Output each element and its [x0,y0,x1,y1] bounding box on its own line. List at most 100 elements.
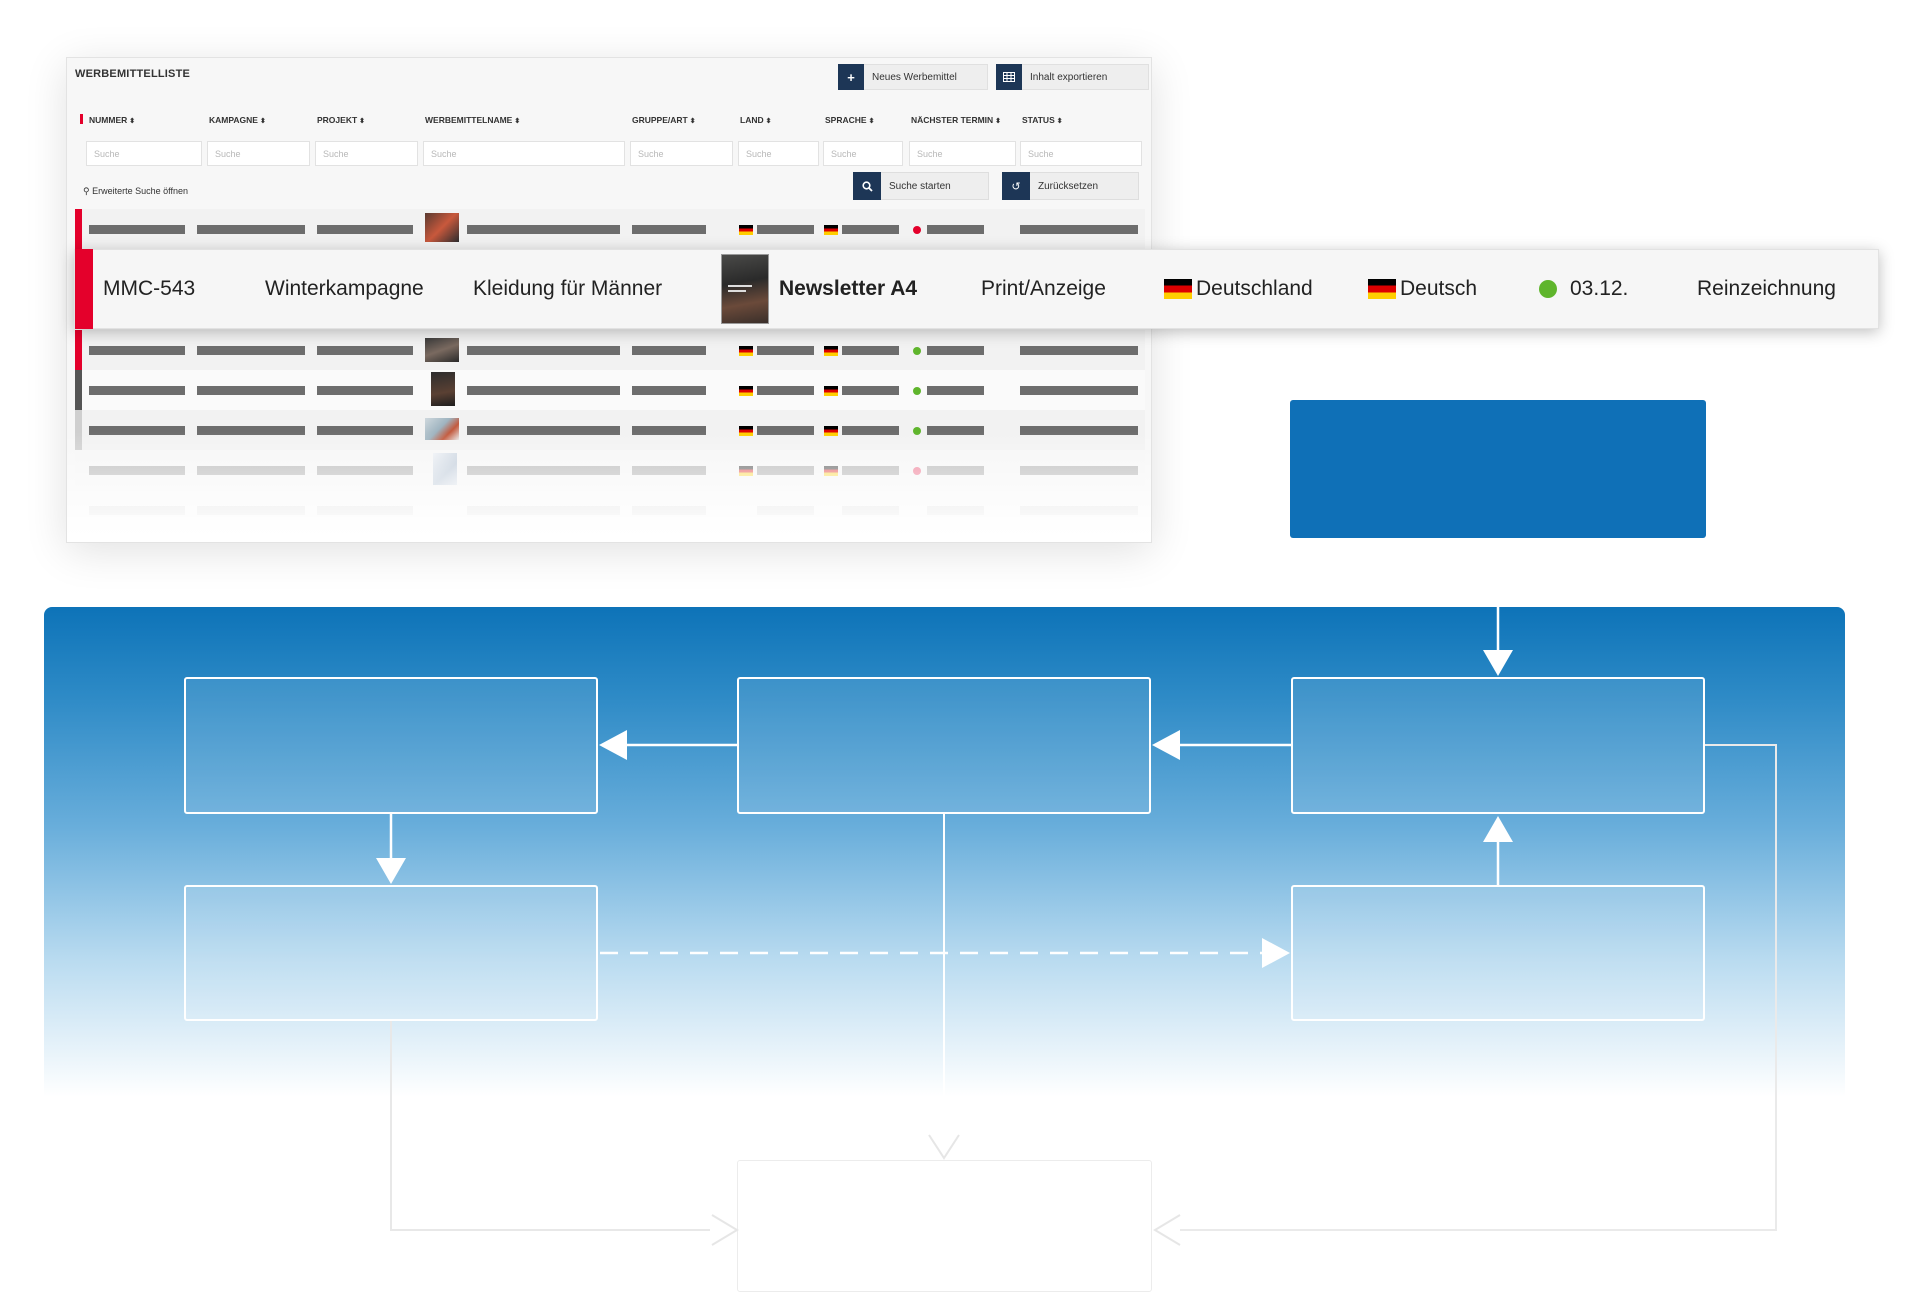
export-content-button[interactable]: Inhalt exportieren [996,64,1149,90]
placeholder-bar [89,426,185,435]
sort-icon: ⬍ [514,118,521,125]
sort-icon: ⬍ [359,118,366,125]
placeholder-bar [757,426,814,435]
column-header-gruppe-art[interactable]: GRUPPE/ART⬍ [632,115,696,125]
column-header-sprache[interactable]: SPRACHE⬍ [825,115,874,125]
table-row[interactable] [75,370,1145,410]
search-input-gruppe-art[interactable]: Suche [630,141,733,166]
search-input-kampagne[interactable]: Suche [207,141,310,166]
cell-kampagne: Winterkampagne [265,277,424,300]
status-dot [1539,280,1557,298]
search-start-button[interactable]: Suche starten [853,172,989,200]
search-input-termin[interactable]: Suche [909,141,1016,166]
reset-icon: ↺ [1002,172,1030,200]
placeholder-bar [467,386,620,395]
highlighted-table-row[interactable]: MMC-543 Winterkampagne Kleidung für Männ… [74,249,1879,329]
placeholder-bar [757,225,814,234]
placeholder-bar [842,426,899,435]
connector-line [390,1021,710,1231]
arrow-down-icon [376,858,406,884]
search-input-land[interactable]: Suche [738,141,819,166]
flag-de-icon [824,426,838,436]
search-icon [853,172,881,200]
flag-de-icon [739,225,753,235]
advanced-search-link[interactable]: ⚲ Erweiterte Suche öffnen [83,186,188,197]
flag-de-icon [1368,279,1396,299]
cell-land: Deutschland [1196,277,1313,300]
placeholder-bar [467,346,620,355]
cell-termin: 03.12. [1570,277,1629,300]
search-input-nummer[interactable]: Suche [86,141,202,166]
table-row[interactable] [75,330,1145,370]
flag-de-icon [739,386,753,396]
arrow-left-icon [1152,730,1180,760]
sort-icon: ⬍ [1056,118,1063,125]
placeholder-bar [632,386,706,395]
placeholder-bar [1020,426,1138,435]
status-dot [913,347,921,355]
cell-status: Reinzeichnung [1697,277,1836,300]
arrow-up-icon [1483,816,1513,842]
arrow-left-icon [1153,1214,1181,1246]
column-header-label: PROJEKT [317,115,358,125]
search-input-status[interactable]: Suche [1020,141,1142,166]
connector-line [1180,744,1777,1231]
column-header-naechster-termin[interactable]: NÄCHSTER TERMIN⬍ [911,115,1001,125]
reset-button[interactable]: ↺ Zurücksetzen [1002,172,1139,200]
status-dot [913,226,921,234]
placeholder-bar [632,225,706,234]
workflow-box-top-center [737,677,1151,814]
newsletter-thumbnail[interactable] [721,254,769,324]
table-row[interactable] [75,209,1145,249]
placeholder-bar [757,346,814,355]
search-input-sprache[interactable]: Suche [823,141,903,166]
placeholder-bar [927,225,984,234]
table-icon [996,64,1022,90]
placeholder-bar [1020,386,1138,395]
magnifier-icon: ⚲ [83,186,90,196]
cell-sprache: Deutsch [1400,277,1478,300]
sort-icon: ⬍ [689,118,696,125]
reset-label: Zurücksetzen [1038,180,1099,192]
advanced-search-label: Erweiterte Suche öffnen [92,186,189,196]
workflow-box-bottom-right [1291,885,1705,1021]
column-header-werbemittelname[interactable]: WERBEMITTELNAME⬍ [425,115,520,125]
column-header-nummer[interactable]: NUMMER⬍ [89,115,135,125]
status-dot [913,427,921,435]
column-header-projekt[interactable]: PROJEKT⬍ [317,115,365,125]
search-input-werbemittelname[interactable]: Suche [423,141,625,166]
row-status-stripe [75,249,93,329]
placeholder-bar [632,346,706,355]
placeholder-bar [197,225,305,234]
cell-nummer: MMC-543 [103,277,196,300]
search-input-projekt[interactable]: Suche [315,141,418,166]
arrow-down-icon [1483,650,1513,676]
workflow-box-final [737,1160,1152,1292]
column-header-label: GRUPPE/ART [632,115,688,125]
placeholder-bar [842,225,899,234]
placeholder-bar [317,346,413,355]
column-header-kampagne[interactable]: KAMPAGNE⬍ [209,115,266,125]
placeholder-bar [632,426,706,435]
blue-block [1290,400,1706,538]
placeholder-bar [317,225,413,234]
flag-de-icon [824,386,838,396]
flag-de-icon [1164,279,1192,299]
arrow-right-icon [1262,938,1290,968]
new-material-label: Neues Werbemittel [872,71,957,83]
column-header-land[interactable]: LAND⬍ [740,115,771,125]
placeholder-bar [1020,346,1138,355]
column-header-label: LAND [740,115,764,125]
flag-de-icon [824,346,838,356]
placeholder-bar [197,386,305,395]
row-status-stripe [75,370,82,410]
new-material-button[interactable]: + Neues Werbemittel [838,64,988,90]
cell-gruppe-art: Print/Anzeige [981,277,1106,300]
placeholder-bar [927,346,984,355]
thumbnail [431,372,455,406]
placeholder-bar [927,426,984,435]
column-header-status[interactable]: STATUS⬍ [1022,115,1063,125]
row-status-stripe [75,330,82,370]
sort-icon: ⬍ [995,118,1002,125]
